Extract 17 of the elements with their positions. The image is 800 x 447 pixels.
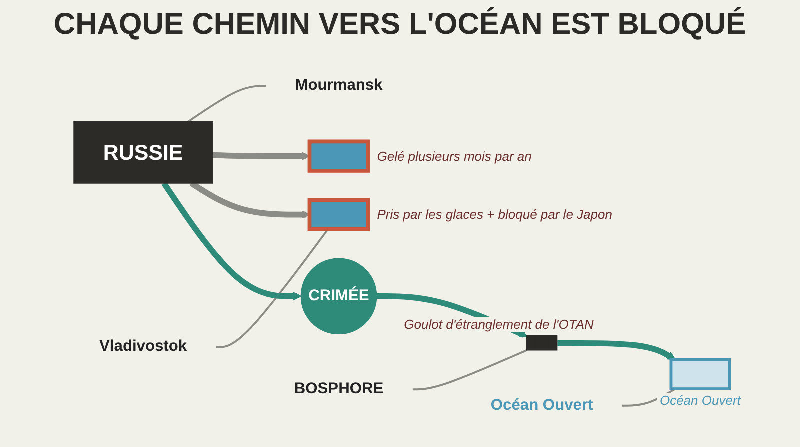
node-box [308,140,370,173]
connector [188,85,266,123]
connector [412,349,528,391]
connector [216,228,329,348]
node-box [308,198,370,232]
node-box: RUSSIE [74,121,213,184]
title: CHAQUE CHEMIN VERS L'OCÉAN EST BLOQUÉ [52,8,748,42]
node-text: Mourmansk [295,77,383,94]
node-text: Océan Ouvert [490,397,594,414]
node-text: Vladivostok [100,338,188,356]
node-box [670,358,732,391]
arrow [162,182,302,301]
node-caption: Océan Ouvert [656,393,744,408]
node-text: BOSPHORE [294,380,384,398]
arrow [558,340,676,360]
node-circle: CRIMÉE [300,258,378,334]
node-bar [526,335,558,351]
